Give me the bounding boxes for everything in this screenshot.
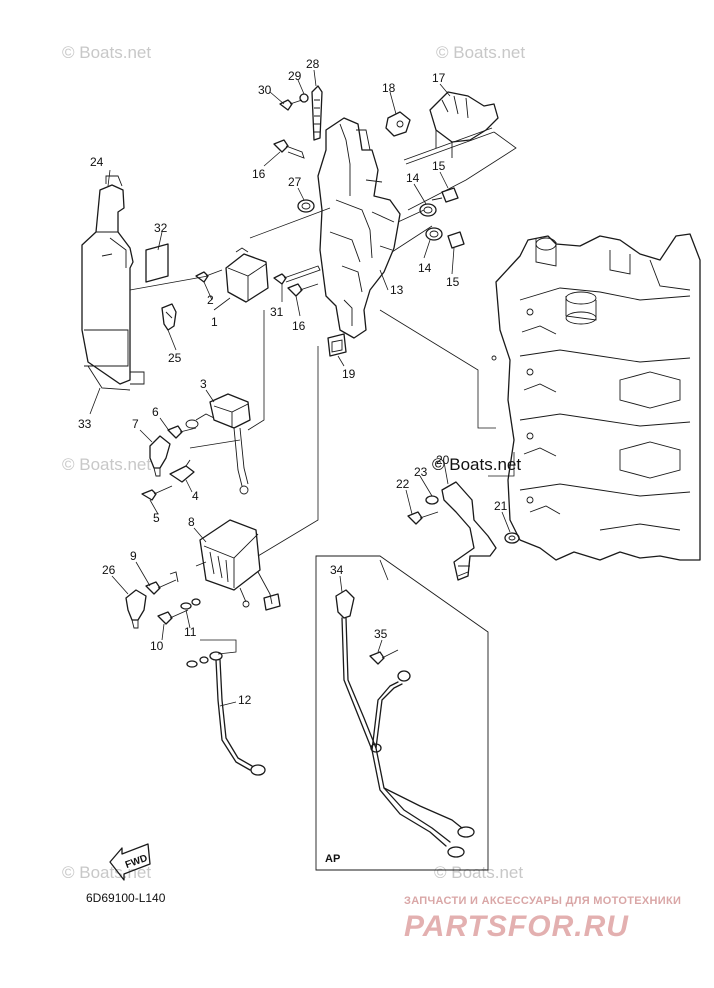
brand-tagline: ЗАПЧАСТИ И АКСЕССУАРЫ ДЛЯ МОТОТЕХНИКИ xyxy=(404,895,681,907)
bolt-part-15-upper xyxy=(431,187,459,203)
relay-part-1 xyxy=(225,247,269,303)
bolt-part-31 xyxy=(273,265,321,285)
watermark: © Boats.net xyxy=(62,43,151,62)
collar-part-27 xyxy=(297,199,315,213)
leader-lines xyxy=(89,69,517,707)
callout-14-lower: 14 xyxy=(418,261,432,275)
callout-20: 20 xyxy=(436,453,450,467)
collar-part-14-lower xyxy=(425,227,443,241)
callout-6: 6 xyxy=(152,405,159,419)
callout-18: 18 xyxy=(382,81,396,95)
callout-10: 10 xyxy=(150,639,164,653)
callout-25: 25 xyxy=(168,351,182,365)
ap-harness-box: AP xyxy=(315,555,489,871)
bolt-part-16-upper xyxy=(273,139,305,159)
callout-7: 7 xyxy=(132,417,139,431)
callout-14-upper: 14 xyxy=(406,171,420,185)
callout-33: 33 xyxy=(78,417,92,431)
clip-part-18 xyxy=(385,111,411,137)
ground-lead-part-12 xyxy=(186,651,266,776)
callout-8: 8 xyxy=(188,515,195,529)
callout-2: 2 xyxy=(207,293,214,307)
bolt-part-9 xyxy=(145,571,179,595)
callout-19: 19 xyxy=(342,367,356,381)
washer-part-29 xyxy=(299,93,309,103)
callout-24: 24 xyxy=(90,155,104,169)
callout-32: 32 xyxy=(154,221,168,235)
strap-part-28 xyxy=(311,85,323,141)
watermark-layer: © Boats.net © Boats.net © Boats.net © Bo… xyxy=(62,43,525,882)
watermark: © Boats.net xyxy=(436,43,525,62)
rectifier-part-3 xyxy=(185,393,251,495)
bolt-part-30 xyxy=(279,99,303,111)
bolt-part-22 xyxy=(407,511,439,525)
bolt-part-35 xyxy=(369,649,399,665)
bracket-part-20 xyxy=(441,481,497,581)
callout-5: 5 xyxy=(153,511,160,525)
callout-15-upper: 15 xyxy=(432,159,446,173)
cap-part-7 xyxy=(149,435,171,477)
clip-part-4 xyxy=(169,459,195,483)
callouts: 1 2 3 4 5 6 7 8 9 10 11 12 13 14 14 15 1… xyxy=(78,57,508,707)
cover-plate-part-24-33 xyxy=(81,175,145,391)
callout-3: 3 xyxy=(200,377,207,391)
callout-35: 35 xyxy=(374,627,388,641)
collar-part-14-upper xyxy=(419,203,437,217)
callout-26: 26 xyxy=(102,563,116,577)
diagram-code: 6D69100-L140 xyxy=(86,891,166,905)
callout-21: 21 xyxy=(494,499,508,513)
ap-label: AP xyxy=(325,853,340,865)
callout-30: 30 xyxy=(258,83,272,97)
callout-4: 4 xyxy=(192,489,199,503)
bolt-part-6 xyxy=(167,425,197,439)
callout-17: 17 xyxy=(432,71,446,85)
watermark: © Boats.net xyxy=(62,455,151,474)
cap-part-26 xyxy=(125,589,147,629)
callout-13: 13 xyxy=(390,283,404,297)
label-part-32 xyxy=(145,243,169,283)
bolt-part-15-lower xyxy=(447,231,465,249)
watermark: © Boats.net xyxy=(62,863,151,882)
holder-part-17 xyxy=(403,91,499,165)
harness-part-34 xyxy=(335,589,475,858)
callout-11: 11 xyxy=(184,625,197,639)
brand-name: PARTSFOR.RU xyxy=(404,910,629,943)
watermark: © Boats.net xyxy=(434,863,523,882)
bolt-part-16-lower xyxy=(287,283,319,297)
callout-27: 27 xyxy=(288,175,302,189)
forward-arrow-icon: FWD xyxy=(109,843,151,881)
screw-part-5 xyxy=(141,485,173,501)
callout-1: 1 xyxy=(211,315,218,329)
callout-31: 31 xyxy=(270,305,284,319)
callout-29: 29 xyxy=(288,69,302,83)
callout-16-upper: 16 xyxy=(252,167,266,181)
callout-34: 34 xyxy=(330,563,344,577)
callout-22: 22 xyxy=(396,477,410,491)
engine-block xyxy=(491,233,701,561)
grommet-part-19 xyxy=(327,333,347,357)
callout-9: 9 xyxy=(130,549,137,563)
bolt-part-10 xyxy=(157,609,189,625)
callout-12: 12 xyxy=(238,693,252,707)
callout-28: 28 xyxy=(306,57,320,71)
cdi-unit-part-8 xyxy=(195,519,281,611)
washer-part-23 xyxy=(425,495,439,505)
brand-watermark: ЗАПЧАСТИ И АКСЕССУАРЫ ДЛЯ МОТОТЕХНИКИ PA… xyxy=(404,895,681,943)
screw-part-2 xyxy=(195,269,223,283)
bracket-part-13 xyxy=(317,117,401,339)
watermark: © Boats.net xyxy=(432,455,521,474)
callout-23: 23 xyxy=(414,465,428,479)
clip-part-25 xyxy=(161,303,177,331)
washer-part-11 xyxy=(180,598,201,610)
callout-16-lower: 16 xyxy=(292,319,306,333)
callout-15-lower: 15 xyxy=(446,275,460,289)
